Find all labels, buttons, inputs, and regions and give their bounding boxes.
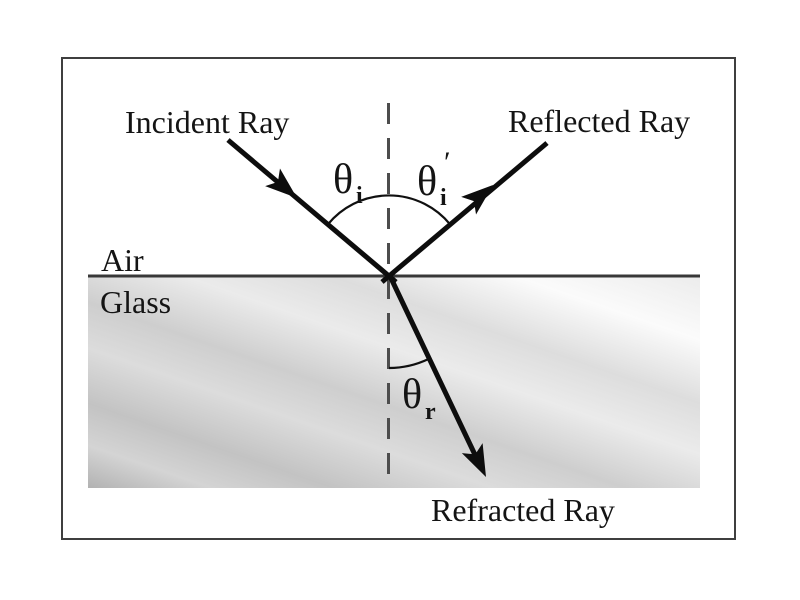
reflected-ray-line bbox=[380, 141, 549, 284]
refracted-ray bbox=[386, 272, 486, 477]
reflection-theta-prime-mark: ′ bbox=[444, 146, 451, 179]
reflected-ray-arrowhead-icon bbox=[461, 185, 493, 215]
refraction-angle-arc bbox=[388, 358, 429, 370]
incident-ray-arrowhead-icon bbox=[265, 168, 297, 198]
reflected-ray-label: Reflected Ray bbox=[508, 103, 690, 139]
refraction-theta-subscript: r bbox=[425, 399, 436, 425]
refraction-theta-symbol: θ bbox=[402, 372, 422, 418]
reflection-theta-subscript: i bbox=[440, 185, 447, 211]
glass-region bbox=[88, 277, 700, 488]
incidence-theta-symbol: θ bbox=[333, 157, 353, 203]
incidence-reflection-angle-arc bbox=[326, 194, 452, 226]
incident-ray bbox=[226, 138, 398, 284]
incidence-theta-subscript: i bbox=[356, 183, 363, 209]
refracted-ray-label: Refracted Ray bbox=[431, 492, 615, 528]
glass-medium-label: Glass bbox=[100, 284, 171, 320]
incident-ray-label: Incident Ray bbox=[125, 104, 289, 140]
incidence-angle-label: θ i bbox=[333, 157, 363, 209]
reflected-ray bbox=[380, 141, 549, 284]
reflection-angle-label: θ i ′ bbox=[417, 146, 451, 211]
refracted-ray-arrowhead-icon bbox=[461, 443, 486, 477]
refracted-ray-line bbox=[386, 272, 480, 461]
reflection-theta-symbol: θ bbox=[417, 159, 437, 205]
refraction-angle-label: θ r bbox=[402, 372, 436, 425]
incident-ray-line bbox=[226, 138, 398, 284]
air-medium-label: Air bbox=[101, 242, 144, 278]
